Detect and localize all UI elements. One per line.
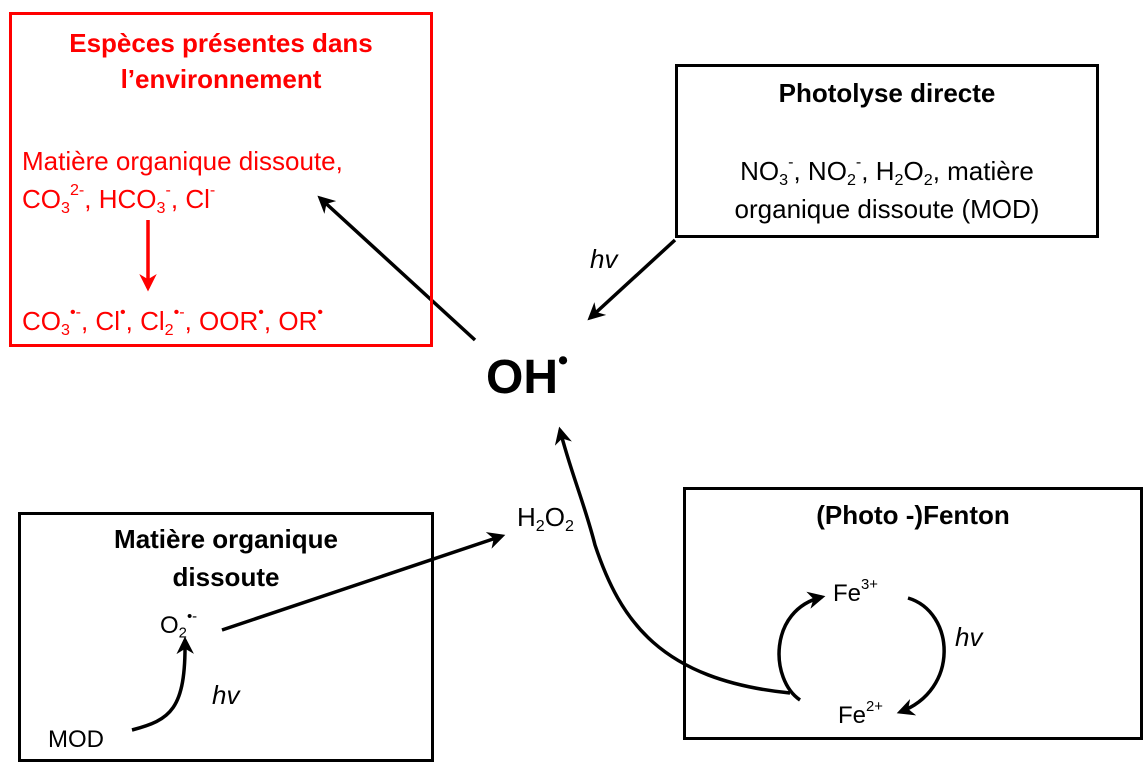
mod-label: MOD [48, 726, 104, 753]
arrow-oh-to-environment [317, 195, 477, 342]
arrow-photolysis-to-oh [587, 238, 677, 321]
environment-line2: CO32-, HCO3-, Cl- [22, 181, 216, 217]
hv-mod-label: hv [212, 680, 240, 710]
photolysis-line1: NO3-, NO2-, H2O2, matière [740, 153, 1034, 189]
mod-box-title-line2: dissoute [172, 562, 280, 592]
environment-title-line1: Espèces présentes dans [69, 28, 373, 58]
arrow-fe2-to-oh [554, 426, 791, 695]
arrow-o2-to-h2o2 [221, 532, 506, 632]
environment-line3: CO3•-, Cl•, Cl2•-, OOR•, OR• [22, 303, 324, 339]
photolysis-line2: organique dissoute (MOD) [734, 194, 1040, 224]
hv-fenton-label: hv [955, 622, 983, 652]
mod-box-title-line1: Matière organique [114, 524, 338, 554]
environment-line1: Matière organique dissoute, [22, 146, 343, 176]
o2-superoxide: O2•- [160, 609, 198, 642]
environment-box [9, 12, 433, 347]
mod-box [18, 512, 434, 762]
fe2-label: Fe2+ [838, 699, 883, 729]
photolysis-title: Photolyse directe [778, 78, 996, 108]
fe3-label: Fe3+ [833, 577, 878, 607]
arrow-mod-to-o2 [131, 636, 194, 732]
fenton-title: (Photo -)Fenton [816, 500, 1010, 530]
arrow-fe2-to-fe3 [777, 591, 826, 702]
arrow-fe3-to-fe2 [896, 596, 946, 716]
environment-title-line2: l’environnement [120, 64, 322, 94]
hv-photolysis-label: hv [590, 244, 618, 274]
h2o2-label: H2O2 [517, 502, 574, 535]
fenton-box [683, 487, 1143, 740]
photolysis-box [675, 64, 1099, 238]
oh-radical: OH• [486, 344, 569, 404]
